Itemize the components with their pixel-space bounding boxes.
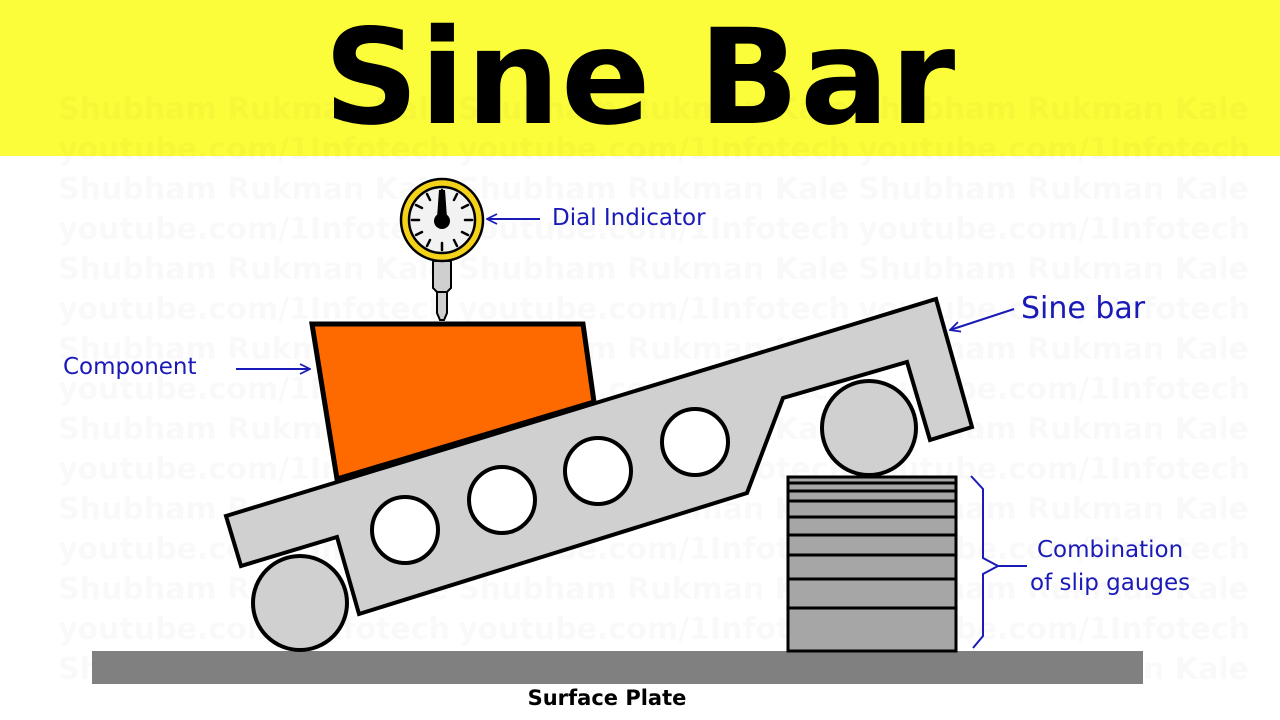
left-roller (251, 554, 349, 652)
sine-bar-arrow (950, 308, 1015, 330)
slip-gauges-label: Combination of slip gauges (1030, 534, 1190, 600)
dial-indicator-label: Dial Indicator (552, 205, 706, 231)
slip-gauge-brace (970, 475, 1027, 649)
component-label: Component (63, 354, 197, 380)
surface-plate (92, 651, 1143, 684)
slip-gauges-label-line2: of slip gauges (1030, 570, 1191, 596)
slip-gauges-label-line1: Combination (1036, 537, 1184, 563)
title-banner (0, 0, 1280, 156)
page-title: Sine Bar (323, 1, 957, 155)
dial-indicator (399, 177, 485, 321)
surface-plate-label: Surface Plate (527, 686, 687, 710)
sine-bar-holes (370, 407, 730, 565)
slip-gauge-stack (786, 475, 958, 653)
right-roller (820, 379, 918, 477)
sine-bar-label: Sine bar (1021, 291, 1146, 326)
component-block (309, 321, 597, 483)
